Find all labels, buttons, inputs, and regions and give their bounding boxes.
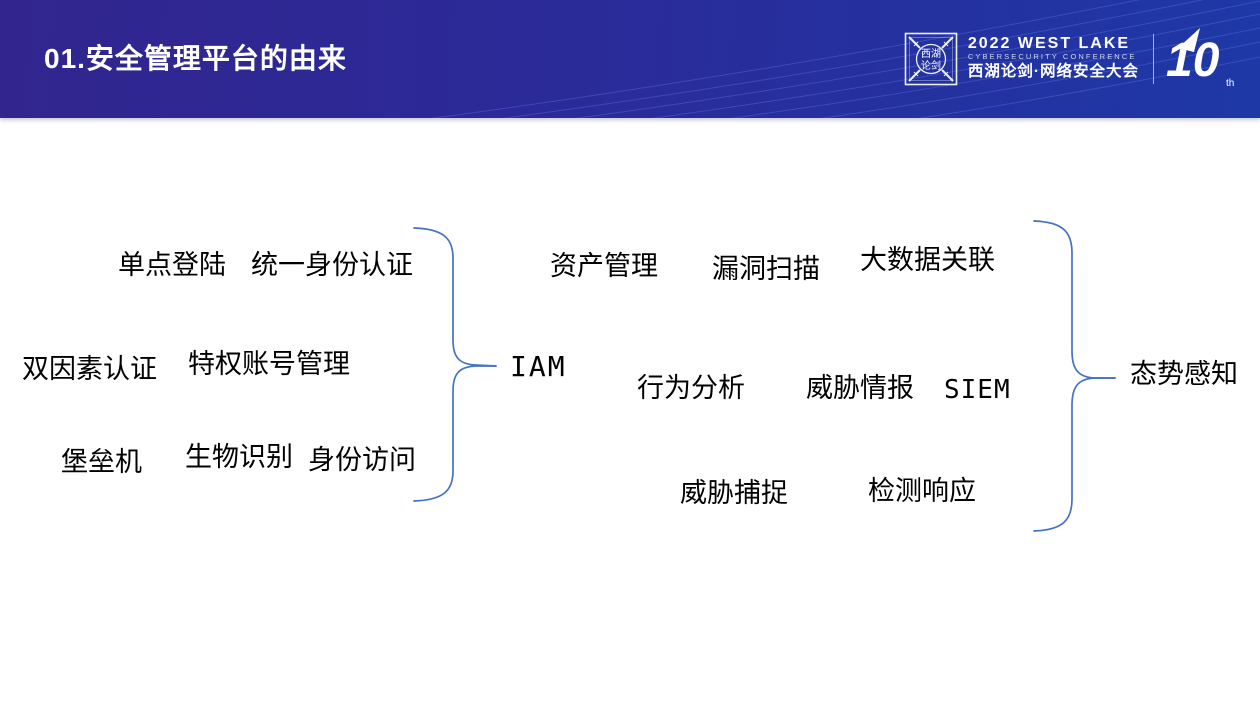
emblem-text-line1: 西湖: [921, 48, 941, 60]
seal-emblem-icon: 西湖 论剑: [904, 32, 958, 86]
term-biometrics: 生物识别: [185, 442, 293, 472]
term-siem: SIEM: [944, 375, 1011, 405]
term-asset-mgmt: 资产管理: [550, 251, 658, 281]
right-brace: [1033, 220, 1116, 532]
term-identity-access: 身份访问: [308, 445, 416, 475]
left-brace: [413, 227, 497, 502]
term-detection-response: 检测响应: [868, 476, 976, 506]
page-title: 01.安全管理平台的由来: [44, 43, 347, 74]
logo-divider: [1153, 34, 1154, 84]
anniversary-10th-icon: 10 th: [1166, 28, 1234, 89]
term-two-factor: 双因素认证: [22, 354, 157, 384]
term-sso: 单点登陆: [118, 250, 226, 280]
anniversary-number: 10: [1166, 34, 1220, 87]
term-vuln-scan: 漏洞扫描: [712, 254, 820, 284]
term-bastion-host: 堡垒机: [61, 447, 142, 477]
conference-logo: 西湖 论剑 2022 WEST LAKE CYBERSECURITY CONFE…: [904, 28, 1240, 89]
conference-title-cn: 西湖论剑·网络安全大会: [967, 63, 1139, 81]
conference-title-en: 2022 WEST LAKE: [967, 34, 1131, 52]
term-behavior-analysis: 行为分析: [637, 373, 745, 403]
term-threat-hunting: 威胁捕捉: [680, 478, 788, 508]
term-privileged-account: 特权账号管理: [188, 349, 350, 379]
term-unified-identity: 统一身份认证: [251, 250, 413, 280]
emblem-text-line2: 论剑: [921, 59, 941, 72]
term-bigdata-correlation: 大数据关联: [860, 245, 995, 275]
term-threat-intel: 威胁情报: [806, 373, 914, 403]
anniversary-suffix: th: [1226, 78, 1234, 89]
conference-subtitle-en: CYBERSECURITY CONFERENCE: [967, 52, 1137, 62]
result-label-iam: IAM: [510, 350, 567, 383]
result-label-situational-awareness: 态势感知: [1130, 359, 1238, 389]
header-banner: 01.安全管理平台的由来 西湖 论剑: [0, 0, 1260, 118]
conference-logo-text: 2022 WEST LAKE CYBERSECURITY CONFERENCE …: [967, 34, 1139, 83]
